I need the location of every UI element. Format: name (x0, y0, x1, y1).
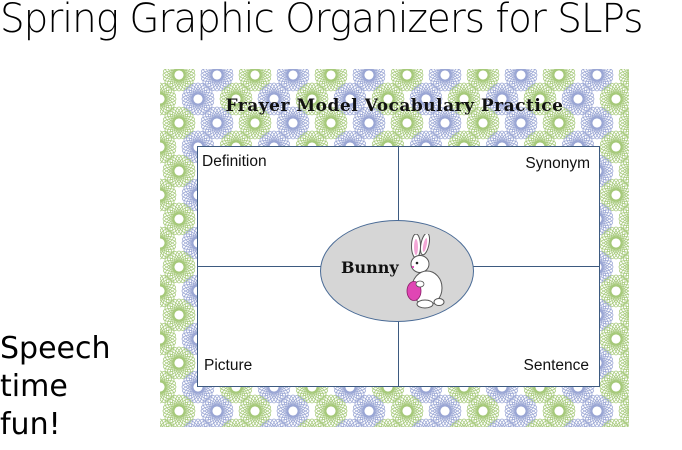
spirograph-flower-icon (390, 394, 424, 427)
spirograph-flower-icon (162, 69, 196, 92)
spirograph-flower-icon (352, 106, 386, 140)
side-tag-line-3: fun! (0, 407, 61, 442)
spirograph-flower-icon (162, 346, 196, 380)
spirograph-flower-icon (219, 82, 253, 116)
center-word: Bunny (341, 258, 399, 277)
bunny-icon (406, 234, 445, 309)
spirograph-flower-icon (314, 69, 348, 92)
spirograph-flower-icon (276, 106, 310, 140)
page-headline: Spring Graphic Organizers for SLPs (0, 0, 643, 42)
spirograph-flower-icon (523, 82, 557, 116)
spirograph-flower-icon (160, 274, 177, 308)
spirograph-flower-icon (542, 394, 576, 427)
spirograph-flower-icon (618, 251, 629, 283)
spirograph-flower-icon (352, 394, 386, 427)
spirograph-flower-icon (618, 395, 629, 427)
spirograph-flower-icon (466, 394, 500, 427)
side-tag-line-1: Speech (0, 331, 111, 366)
side-tagline: Speech time fun! (0, 330, 150, 444)
spirograph-flower-icon (561, 82, 595, 116)
spirograph-flower-icon (447, 82, 481, 116)
spirograph-flower-icon (238, 106, 272, 140)
spirograph-flower-icon (352, 69, 386, 92)
frayer-grid: Definition Synonym Picture Sentence (197, 146, 600, 387)
spirograph-flower-icon (160, 322, 177, 356)
spirograph-flower-icon (333, 82, 367, 116)
spirograph-flower-icon (200, 394, 234, 427)
spirograph-flower-icon (200, 69, 234, 92)
spirograph-flower-icon (160, 226, 177, 260)
spirograph-flower-icon (580, 394, 614, 427)
spirograph-flower-icon (160, 418, 175, 427)
spirograph-flower-icon (618, 347, 629, 379)
spirograph-flower-icon (162, 298, 196, 332)
spirograph-flower-icon (428, 394, 462, 427)
spirograph-flower-icon (618, 69, 629, 91)
spirograph-flower-icon (618, 299, 629, 331)
spirograph-flower-icon (390, 69, 424, 92)
spirograph-flower-icon (314, 394, 348, 427)
spirograph-flower-icon (160, 178, 177, 212)
spirograph-flower-icon (618, 107, 629, 139)
center-oval: Bunny (320, 220, 474, 322)
spirograph-flower-icon (238, 394, 272, 427)
spirograph-flower-icon (485, 82, 519, 116)
quadrant-label-sentence: Sentence (523, 357, 590, 374)
spirograph-flower-icon (295, 82, 329, 116)
spirograph-flower-icon (580, 69, 614, 92)
spirograph-flower-icon (162, 106, 196, 140)
spirograph-flower-icon (599, 274, 629, 308)
spirograph-flower-icon (504, 106, 538, 140)
spirograph-flower-icon (542, 69, 576, 92)
spirograph-flower-icon (257, 82, 291, 116)
spirograph-flower-icon (162, 394, 196, 427)
spirograph-flower-icon (599, 370, 629, 404)
spirograph-flower-icon (162, 202, 196, 236)
side-tag-line-2: time (0, 369, 68, 404)
organizer-card: Frayer Model Vocabulary Practice Definit… (160, 69, 629, 427)
spirograph-flower-icon (599, 82, 629, 116)
spirograph-flower-icon (466, 69, 500, 92)
quadrant-label-definition: Definition (202, 153, 267, 170)
spirograph-flower-icon (504, 394, 538, 427)
spirograph-flower-icon (276, 69, 310, 92)
spirograph-flower-icon (580, 106, 614, 140)
spirograph-flower-icon (599, 178, 629, 212)
spirograph-flower-icon (390, 106, 424, 140)
spirograph-flower-icon (162, 154, 196, 188)
spirograph-flower-icon (200, 106, 234, 140)
spirograph-flower-icon (599, 226, 629, 260)
quadrant-label-synonym: Synonym (525, 155, 590, 172)
spirograph-flower-icon (504, 69, 538, 92)
spirograph-flower-icon (371, 82, 405, 116)
spirograph-flower-icon (314, 106, 348, 140)
spirograph-flower-icon (181, 82, 215, 116)
spirograph-flower-icon (409, 82, 443, 116)
spirograph-flower-icon (428, 106, 462, 140)
spirograph-flower-icon (160, 370, 177, 404)
spirograph-flower-icon (428, 69, 462, 92)
spirograph-flower-icon (160, 82, 177, 116)
spirograph-flower-icon (599, 322, 629, 356)
spirograph-flower-icon (276, 394, 310, 427)
organizer-title: Frayer Model Vocabulary Practice (225, 96, 564, 116)
spirograph-flower-icon (599, 130, 629, 164)
spirograph-flower-icon (238, 69, 272, 92)
spirograph-flower-icon (160, 130, 177, 164)
spirograph-flower-icon (466, 106, 500, 140)
spirograph-flower-icon (542, 106, 576, 140)
spirograph-flower-icon (618, 155, 629, 187)
spirograph-flower-icon (618, 203, 629, 235)
quadrant-label-picture: Picture (204, 357, 253, 374)
spirograph-flower-icon (162, 250, 196, 284)
